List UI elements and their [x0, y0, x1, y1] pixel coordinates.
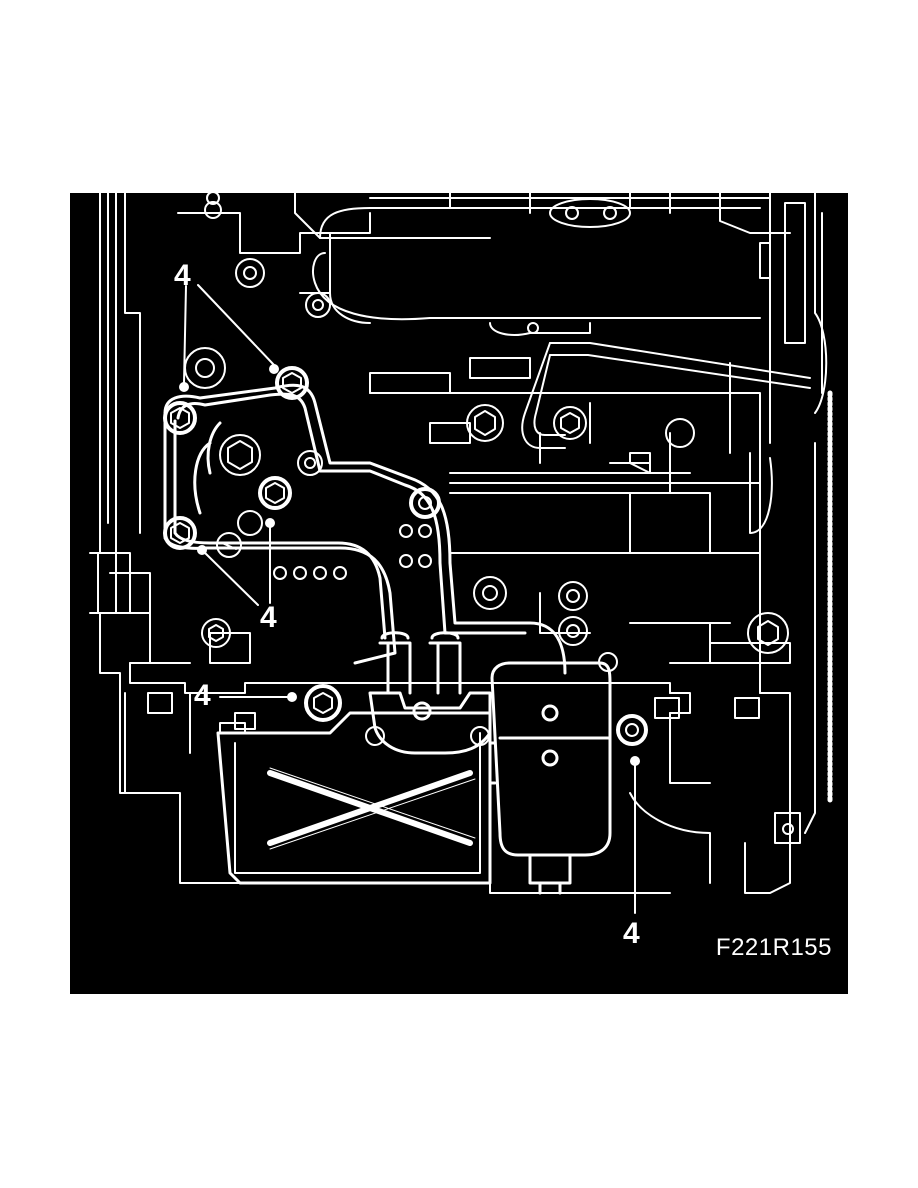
bolt-icon — [258, 476, 292, 510]
bolt-icon — [201, 618, 231, 648]
bolt-icon — [297, 450, 323, 476]
diagram-drawing — [89, 193, 833, 914]
upper-block — [177, 193, 791, 336]
bolt-icon — [275, 366, 309, 400]
figure-id: F221R155 — [715, 934, 832, 961]
bolt-icon — [305, 292, 331, 318]
bolt-icon — [598, 652, 618, 672]
bolt-icon — [235, 258, 265, 288]
bolt-icon — [163, 516, 197, 550]
bolt-icon — [365, 726, 490, 746]
bolt-icon — [184, 347, 226, 389]
bolt-icon — [473, 576, 507, 610]
callout-4-middle: 4 — [260, 601, 277, 634]
bolt-icon — [304, 684, 342, 722]
callout-4-left: 4 — [194, 679, 211, 712]
middle-block — [369, 357, 773, 554]
bolt-group — [147, 193, 789, 746]
callout-4-bottom: 4 — [623, 917, 640, 950]
exploded-diagram: 4 4 4 4 F221R155 — [70, 193, 848, 994]
bolt-icon — [616, 714, 648, 746]
left-frame — [89, 193, 191, 794]
bolt-icon — [273, 566, 347, 580]
bolt-icon — [399, 524, 432, 568]
filter — [216, 711, 492, 885]
bolt-icon — [558, 616, 588, 646]
callout-4-top: 4 — [174, 259, 191, 292]
bolt-icon — [237, 510, 263, 536]
callout-leaders — [179, 284, 640, 914]
bolt-icon — [747, 612, 789, 654]
bolt-icon — [558, 581, 588, 611]
bolt-icon — [216, 532, 242, 558]
bracket-assembly — [163, 383, 567, 675]
bolt-icon — [219, 434, 261, 476]
bolt-icon — [553, 406, 587, 440]
right-frame — [729, 193, 833, 894]
bolt-icon — [466, 404, 504, 442]
bolt-icon — [409, 487, 441, 519]
bolt-icon — [147, 692, 760, 730]
lower-block — [109, 572, 791, 894]
bolt-icon — [204, 193, 222, 219]
valve-body — [368, 631, 612, 895]
bolt-icon — [163, 401, 197, 435]
